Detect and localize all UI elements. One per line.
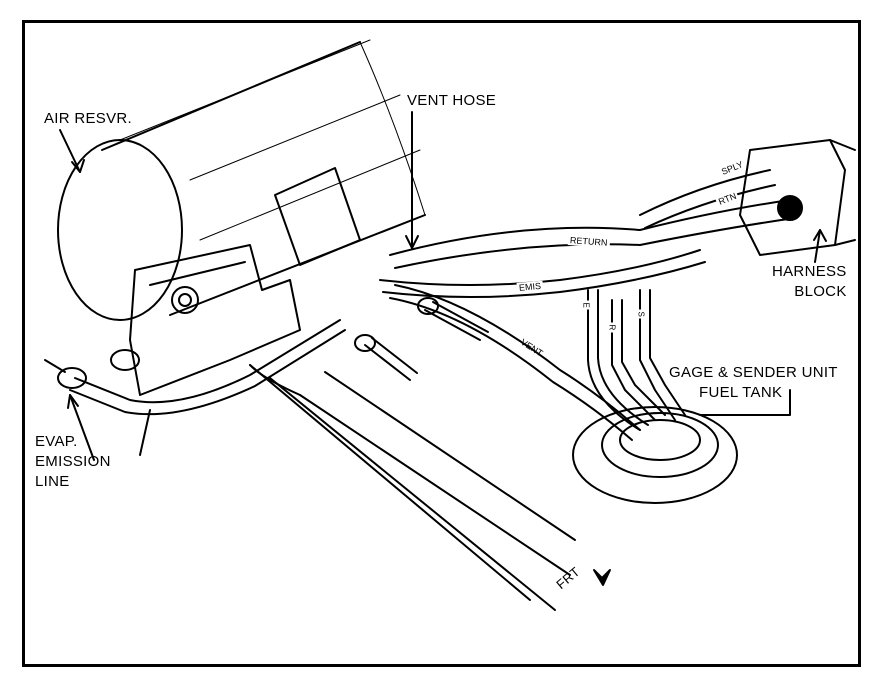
fuel-lines-bundle [379,169,796,298]
label-gage-sender-unit: GAGE & SENDER UNIT FUEL TANK [669,363,838,403]
air-reservoir-tank [57,39,426,321]
front-direction-arrow [593,569,611,586]
label-gage-line2: FUEL TANK [699,384,783,401]
label-vent-hose-text: VENT HOSE [407,92,497,109]
hose-marking-e: E [581,300,591,310]
label-harness-block: HARNESS BLOCK [772,262,847,302]
label-harness-line1: HARNESS [772,263,847,280]
mounting-bracket [129,167,361,456]
sender-unit-plate [572,406,738,504]
hose-marking-s: S [636,309,646,319]
label-evap-line2: EMISSION [35,453,111,470]
label-vent-hose: VENT HOSE [407,91,496,111]
label-air-reservoir-text: AIR RESVR. [44,110,133,127]
label-harness-line2: BLOCK [794,283,847,300]
frame-rail [249,364,576,611]
evap-emission-line [44,319,346,416]
callout-leaders [59,111,827,461]
gage-tubes [587,289,686,431]
diagram-border [22,20,861,667]
harness-block [739,139,856,256]
hose-marking-r: R [607,322,617,333]
vent-hose [389,284,641,441]
label-evap-line3: LINE [35,473,70,490]
label-air-reservoir: AIR RESVR. [44,109,132,129]
mounting-bolts [354,297,489,381]
label-evap-line1: EVAP. [35,433,78,450]
label-gage-line1: GAGE & SENDER UNIT [669,364,838,381]
label-evap-emission-line: EVAP. EMISSION LINE [35,432,111,492]
